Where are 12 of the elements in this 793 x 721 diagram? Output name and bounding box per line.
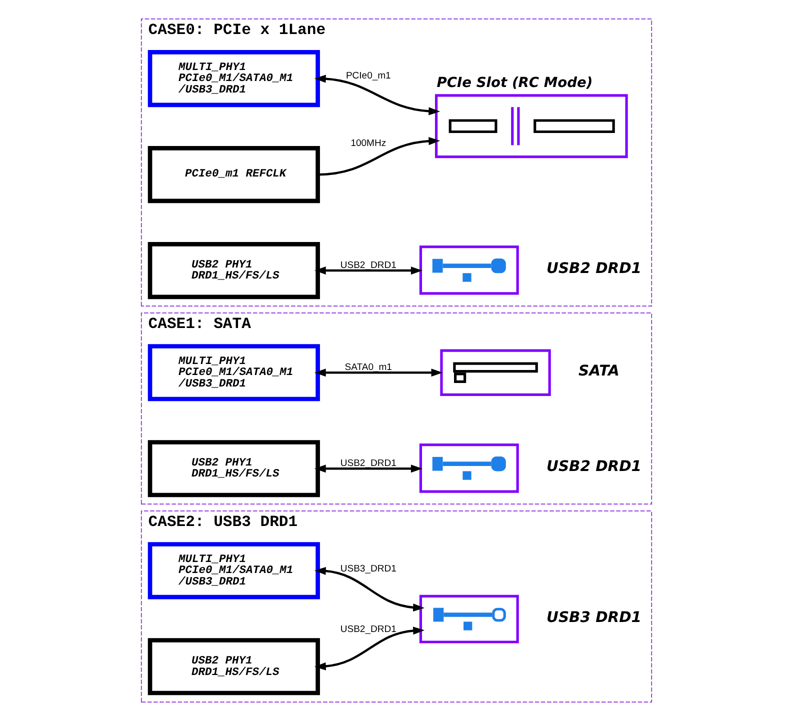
edge-label: USB2_DRD1 xyxy=(340,624,396,635)
edge-label: 100MHz xyxy=(350,138,386,149)
edge-label: PCIe0_m1 xyxy=(346,70,391,82)
node-label: SATA xyxy=(578,362,620,380)
node-label: USB2 DRD1 xyxy=(546,260,642,277)
edge-label: USB2_DRD1 xyxy=(340,260,396,271)
node-label: USB2 DRD1 xyxy=(546,458,642,475)
edge-label: USB3_DRD1 xyxy=(340,563,396,574)
edge-label: SATA0_m1 xyxy=(344,362,392,373)
node-label: USB3 DRD1 xyxy=(546,608,642,626)
edge-label: USB2_DRD1 xyxy=(340,458,396,469)
node-label: PCIe Slot (RC Mode) xyxy=(436,75,593,92)
